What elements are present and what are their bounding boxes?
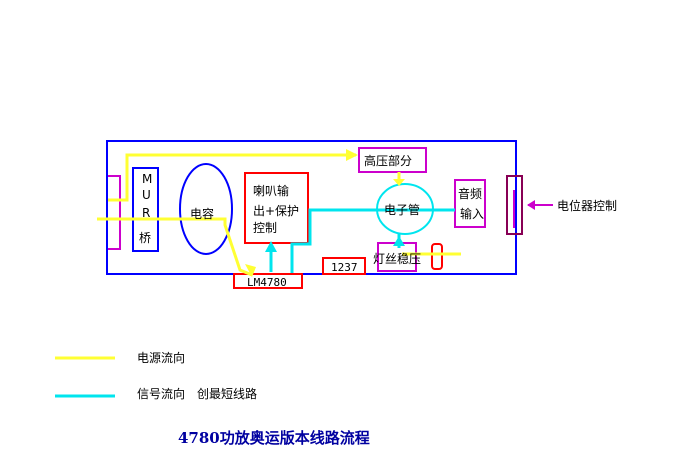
board-outline xyxy=(106,140,517,275)
signal-arrowhead-speaker xyxy=(265,241,277,252)
filament-resistor xyxy=(431,243,443,270)
power-flow-mid xyxy=(97,217,253,277)
potentiometer-connector xyxy=(506,175,523,235)
mur-bridge-block xyxy=(132,167,159,252)
potentiometer-arrowhead xyxy=(527,200,535,210)
tube-label: 电子管 xyxy=(384,202,420,217)
chip-1237-label: 1237 xyxy=(331,261,358,274)
power-flow-top xyxy=(108,153,356,202)
speaker-output-label-2: 出+保护 xyxy=(253,204,299,218)
audio-input-block xyxy=(454,179,486,228)
capacitor-ellipse xyxy=(179,163,233,255)
mur-label-u: U xyxy=(142,188,151,202)
legend-signal-label: 信号流向 创最短线路 xyxy=(137,386,257,401)
legend-power-label: 电源流向 xyxy=(137,350,185,365)
signal-arrowhead-tube xyxy=(393,236,405,246)
high-voltage-block xyxy=(358,147,427,173)
audio-input-label-2: 输入 xyxy=(460,206,484,221)
diagram-title: 4780功放奥运版本线路流程 xyxy=(178,429,370,447)
lm4780-label: LM4780 xyxy=(247,276,287,289)
capacitor-label: 电容 xyxy=(190,206,214,221)
filament-label: 灯丝稳压 xyxy=(373,251,421,266)
speaker-output-block xyxy=(244,172,309,244)
power-arrowhead-tube xyxy=(393,179,405,186)
mur-label-bridge: 桥 xyxy=(139,231,151,245)
lm4780-chip-block xyxy=(233,273,303,289)
mur-label-r: R xyxy=(142,206,150,220)
high-voltage-label: 高压部分 xyxy=(364,153,412,168)
speaker-output-label-3: 控制 xyxy=(253,221,277,235)
chip-1237-block xyxy=(322,257,366,275)
mur-label-m: M xyxy=(142,172,152,186)
power-arrowhead-lm4780 xyxy=(245,264,256,277)
signal-flow-main xyxy=(290,208,455,273)
speaker-output-label-1: 喇叭输 xyxy=(253,183,289,198)
potentiometer-label: 电位器控制 xyxy=(557,198,617,213)
power-input-connector xyxy=(108,175,121,250)
power-arrowhead-hv xyxy=(346,149,358,161)
audio-input-label-1: 音频 xyxy=(458,186,482,201)
signal-flow-lines xyxy=(269,208,455,273)
